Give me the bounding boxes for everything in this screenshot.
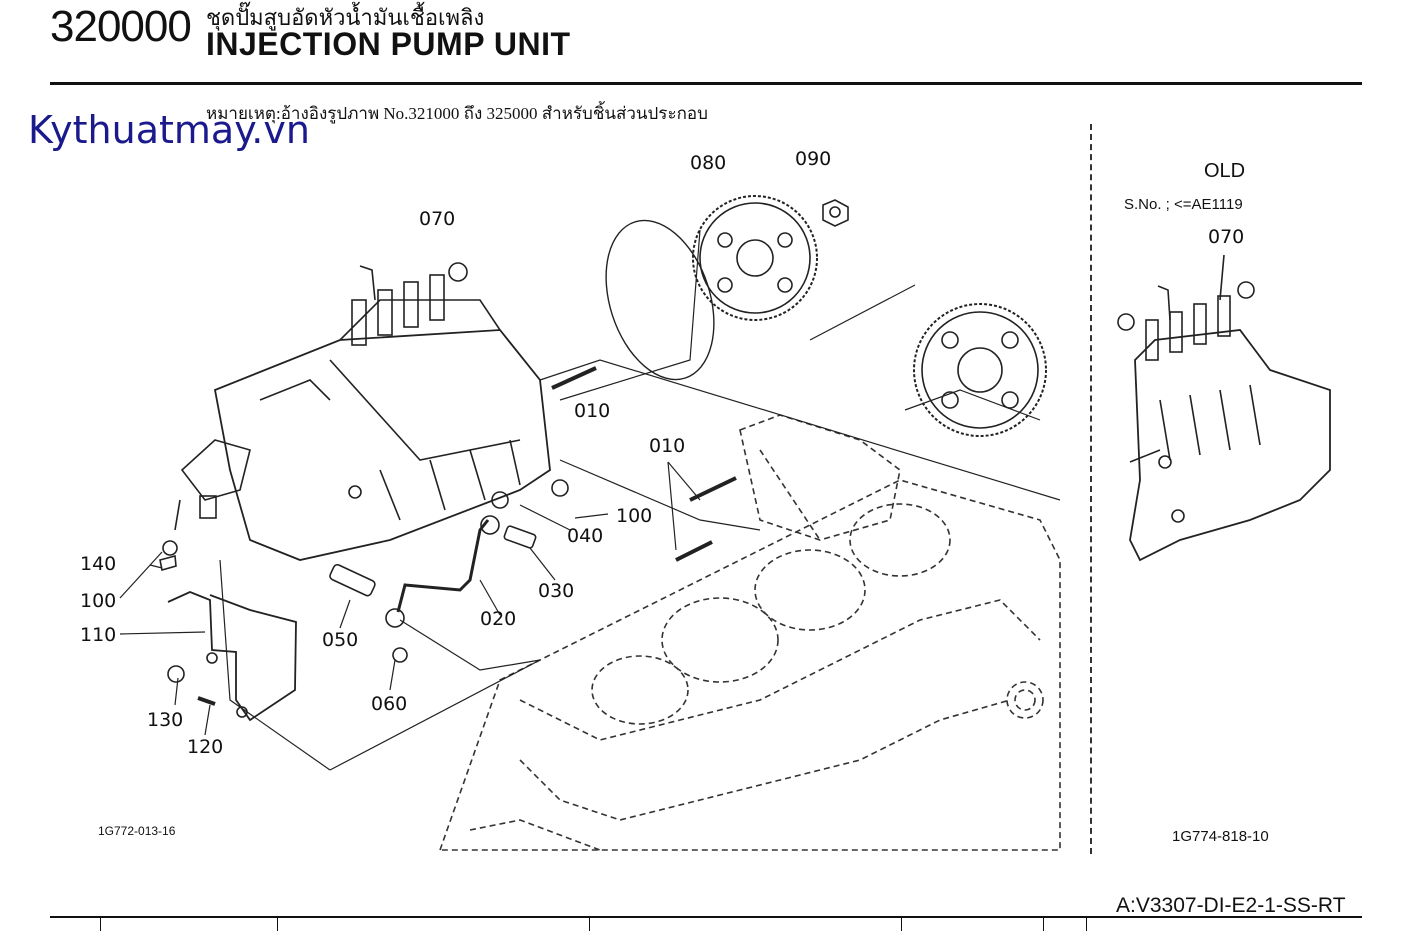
bracket-drawing	[167, 591, 297, 722]
callout-100-right: 100	[616, 505, 653, 527]
callout-100-left: 100	[80, 590, 117, 612]
table-separator	[1043, 918, 1044, 931]
callout-080: 080	[690, 152, 727, 174]
callout-030: 030	[538, 580, 575, 602]
callout-020: 020	[480, 608, 517, 630]
gear-drawing	[692, 195, 818, 321]
footer-rule	[50, 916, 1362, 918]
callout-040: 040	[567, 525, 604, 547]
table-separator	[901, 918, 902, 931]
table-separator	[1086, 918, 1087, 931]
injection-pump-drawing	[174, 262, 551, 561]
fuel-pipe-drawing	[396, 519, 490, 613]
old-panel-label: OLD	[1204, 160, 1246, 182]
o-ring-drawing	[605, 219, 715, 381]
idler-gear-drawing	[913, 303, 1047, 437]
table-separator	[277, 918, 278, 931]
callout-120: 120	[187, 736, 224, 758]
old-callout-070: 070	[1208, 226, 1245, 248]
engine-block-drawing	[438, 414, 1061, 851]
model-code: A:V3307-DI-E2-1-SS-RT	[1116, 894, 1346, 917]
panel-divider	[1090, 124, 1092, 854]
callout-010-upper: 010	[574, 400, 611, 422]
callout-050: 050	[322, 629, 359, 651]
table-separator	[100, 918, 101, 931]
callout-110: 110	[80, 624, 117, 646]
callout-140: 140	[80, 553, 117, 575]
table-separator	[589, 918, 590, 931]
callout-010-lower: 010	[649, 435, 686, 457]
callout-060: 060	[371, 693, 408, 715]
watermark: Kythuatmay.vn	[28, 108, 310, 152]
drawing-ref-main: 1G772-013-16	[98, 824, 176, 838]
title-thai: ชุดปั๊มสูบอัดหัวน้ำมันเชื้อเพลิง	[206, 6, 485, 31]
old-serial-note: S.No. ; <=AE1119	[1124, 196, 1243, 213]
page-number: 320000	[50, 2, 192, 51]
callout-090: 090	[795, 148, 832, 170]
page-title: INJECTION PUMP UNIT	[206, 26, 571, 62]
reference-note: หมายเหตุ:อ้างอิงรูปภาพ No.321000 ถึง 325…	[206, 104, 708, 123]
header-rule	[50, 82, 1362, 85]
callout-070: 070	[419, 208, 456, 230]
drawing-ref-old: 1G774-818-10	[1172, 828, 1269, 845]
old-injection-pump-drawing	[1117, 254, 1331, 562]
callout-130: 130	[147, 709, 184, 731]
